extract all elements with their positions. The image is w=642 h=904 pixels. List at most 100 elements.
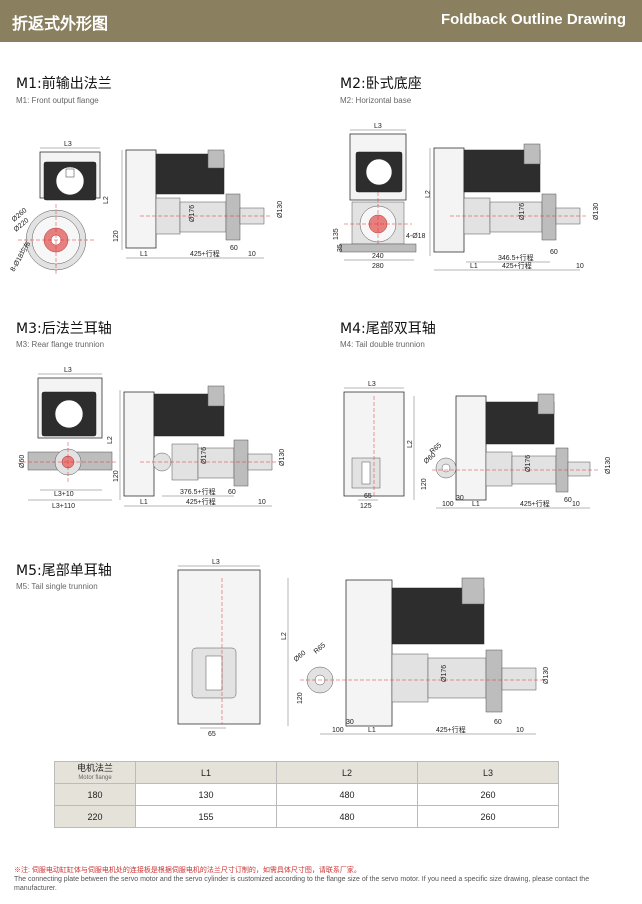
svg-text:120: 120 (297, 692, 304, 704)
table-cell-l1: 130 (135, 783, 277, 806)
svg-text:L2: L2 (103, 196, 110, 204)
svg-text:30: 30 (346, 719, 354, 726)
table-cell-l2: 480 (276, 805, 418, 828)
svg-text:10: 10 (258, 499, 266, 506)
svg-text:120: 120 (113, 470, 120, 482)
svg-text:Ø60: Ø60 (19, 455, 26, 468)
svg-text:425+行程: 425+行程 (190, 249, 220, 258)
svg-text:L1: L1 (140, 251, 148, 258)
m5-front-view: L3 65 (177, 559, 261, 738)
m4-subtitle: M4: Tail double trunnion (340, 340, 425, 349)
svg-text:10: 10 (572, 501, 580, 508)
header-title-cn: 折返式外形图 (12, 14, 109, 33)
m2-title: M2:卧式底座 (340, 76, 422, 92)
svg-text:L3+10: L3+10 (54, 491, 74, 498)
svg-text:10: 10 (248, 251, 256, 258)
table-cell-l1: 155 (135, 805, 277, 828)
svg-text:8-Ø18均布: 8-Ø18均布 (8, 240, 33, 273)
svg-text:120: 120 (421, 478, 428, 490)
svg-text:L3: L3 (368, 381, 376, 388)
table-header-l2: L2 (276, 761, 418, 784)
svg-text:Ø176: Ø176 (189, 205, 196, 222)
svg-text:L3: L3 (212, 559, 220, 566)
table-header-row: 电机法兰 Motor flange L1 L2 L3 (54, 761, 559, 784)
svg-text:10: 10 (516, 727, 524, 734)
svg-text:425+行程: 425+行程 (502, 261, 532, 270)
m1-title: M1:前输出法兰 (16, 76, 112, 92)
table-cell-l2: 480 (276, 783, 418, 806)
table-header-flange: 电机法兰 Motor flange (54, 761, 136, 784)
table-header-l1: L1 (135, 761, 277, 784)
page-header: 折返式外形图 Foldback Outline Drawing (0, 0, 642, 42)
svg-text:L1: L1 (368, 727, 376, 734)
header-title-en: Foldback Outline Drawing (440, 11, 626, 28)
m2-side-view: L2 Ø176 Ø130 60 346.5+行程 L1 425+行程 10 (425, 143, 600, 271)
svg-text:L1: L1 (472, 501, 480, 508)
m1-subtitle: M1: Front output flange (16, 96, 99, 105)
table-header-l3: L3 (417, 761, 559, 784)
svg-text:Ø60: Ø60 (293, 650, 308, 664)
svg-text:L1: L1 (140, 499, 148, 506)
m1-front-view: L3 Ø260 Ø220 8-Ø18均布 (8, 141, 101, 276)
dimension-table: 电机法兰 Motor flange L1 L2 L3 180 130 480 2… (54, 761, 559, 828)
svg-text:R65: R65 (313, 642, 327, 656)
m5-title: M5:尾部单耳轴 (16, 563, 112, 579)
table-row: 220 155 480 260 (54, 805, 559, 828)
svg-text:L2: L2 (281, 632, 288, 640)
svg-text:Ø176: Ø176 (201, 447, 208, 464)
m5-side-view: L2 R65 Ø60 Ø176 Ø130 120 30 60 100 L1 42… (281, 577, 550, 735)
svg-text:Ø130: Ø130 (279, 449, 286, 466)
svg-text:125: 125 (360, 503, 372, 510)
svg-text:L3: L3 (64, 141, 72, 148)
svg-text:4-Ø18: 4-Ø18 (406, 233, 426, 240)
svg-text:L3: L3 (64, 367, 72, 374)
svg-text:L2: L2 (107, 436, 114, 444)
svg-text:30: 30 (456, 495, 464, 502)
svg-text:60: 60 (550, 249, 558, 256)
svg-text:Ø176: Ø176 (519, 203, 526, 220)
table-cell-l3: 260 (417, 805, 559, 828)
svg-text:120: 120 (113, 230, 120, 242)
m4-title: M4:尾部双耳轴 (340, 321, 436, 337)
m4-front-view: L3 65 125 (343, 381, 405, 510)
svg-text:L2: L2 (407, 440, 414, 448)
svg-text:280: 280 (372, 263, 384, 270)
svg-text:425+行程: 425+行程 (436, 725, 466, 734)
svg-text:100: 100 (332, 727, 344, 734)
svg-text:240: 240 (372, 253, 384, 260)
svg-text:60: 60 (494, 719, 502, 726)
svg-text:L1: L1 (470, 263, 478, 270)
svg-text:65: 65 (364, 493, 372, 500)
svg-text:35: 35 (337, 244, 344, 252)
table-cell-flange: 180 (54, 783, 136, 806)
svg-text:60: 60 (230, 245, 238, 252)
table-cell-l3: 260 (417, 783, 559, 806)
svg-text:60: 60 (228, 489, 236, 496)
m1-side-view: L2 Ø176 Ø130 120 L1 425+行程 60 10 (103, 149, 284, 259)
svg-text:Ø176: Ø176 (525, 455, 532, 472)
m2-front-view: L3 135 35 4-Ø18 240 280 (333, 123, 426, 270)
svg-text:Ø130: Ø130 (543, 667, 550, 684)
svg-text:10: 10 (576, 263, 584, 270)
svg-text:Ø130: Ø130 (605, 457, 612, 474)
svg-text:Ø176: Ø176 (441, 665, 448, 682)
footnote-cn: ※注: 伺服电动缸缸体与伺服电机处的连接板是根据伺服电机的法兰尺寸订制的，如需具… (14, 867, 361, 874)
svg-text:425+行程: 425+行程 (520, 499, 550, 508)
svg-text:346.5+行程: 346.5+行程 (498, 253, 534, 262)
m3-subtitle: M3: Rear flange trunnion (16, 340, 105, 349)
svg-text:135: 135 (333, 228, 340, 240)
m5-subtitle: M5: Tail single trunnion (16, 582, 98, 591)
m3-side-view: L2 Ø176 Ø130 120 376.5+行程 60 L1 425+行程 1… (107, 385, 286, 507)
svg-text:60: 60 (564, 497, 572, 504)
m3-front-view: L3 Ø60 L3+10 L3+110 (19, 367, 116, 510)
svg-text:L2: L2 (425, 190, 432, 198)
svg-text:65: 65 (208, 731, 216, 738)
svg-text:100: 100 (442, 501, 454, 508)
svg-text:L3: L3 (374, 123, 382, 130)
m4-side-view: L2 R65 Ø60 Ø176 Ø130 120 30 60 100 L1 42… (407, 393, 612, 509)
table-row: 180 130 480 260 (54, 783, 559, 806)
svg-text:Ø130: Ø130 (593, 203, 600, 220)
table-cell-flange: 220 (54, 805, 136, 828)
svg-text:L3+110: L3+110 (52, 503, 75, 510)
svg-text:376.5+行程: 376.5+行程 (180, 487, 216, 496)
